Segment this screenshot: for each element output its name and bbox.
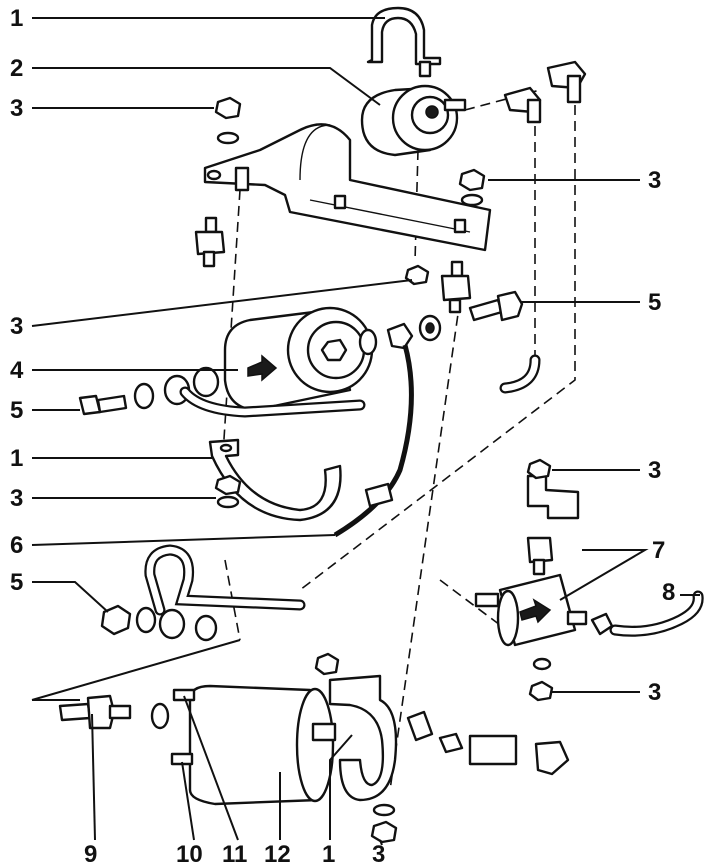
top-left-nut-washer [214,96,242,145]
callout-3-mid-left: 3 [10,313,23,340]
pump-inlet-stud [58,694,170,730]
bottom-nut-washer [370,803,398,844]
callout-9: 9 [84,841,97,867]
pump-outlet-fittings [438,732,570,776]
callout-11: 11 [222,841,247,867]
ground-cable [333,322,414,538]
banjo-bolt-left [78,394,128,416]
pump-clamp [314,652,434,802]
callout-numbers: 1 2 3 3 3 4 5 5 1 3 6 3 7 8 5 3 9 10 11 … [10,5,675,867]
fuel-filter [223,306,374,412]
callout-3-lower-left: 3 [10,485,23,512]
rubber-mount-right [440,260,472,314]
inline-fuel-filter [474,573,588,702]
callout-3-right-lower: 3 [648,679,661,706]
inline-filter-bracket [526,458,580,576]
callout-8: 8 [662,579,675,606]
fuel-accumulator-canister [360,84,467,157]
rubber-mount-left [194,216,226,268]
callout-3-bottom: 3 [372,841,385,867]
callout-2: 2 [10,55,23,82]
callout-1-mid: 1 [10,445,23,472]
callout-6: 6 [10,532,23,559]
callout-1-top: 1 [10,5,23,32]
hose-8 [590,590,704,637]
return-pipe-loop [144,544,306,616]
lower-filter-clamp [208,438,342,522]
callout-4: 4 [10,357,24,384]
callout-5-left: 5 [10,397,23,424]
fuel-pump [170,684,337,806]
callout-3-top-right: 3 [648,167,661,194]
filter-right-washers [358,314,442,356]
callout-10: 10 [176,841,203,867]
leader-lines [31,17,700,846]
callout-3-right-mid: 3 [648,457,661,484]
right-nut-washer-top [458,168,486,207]
lower-left-banjo-set [100,604,218,642]
elbow-fittings [503,60,587,124]
top-clamp-bracket [366,6,442,78]
fuel-lines [179,354,541,418]
callout-5-lower: 5 [10,569,23,596]
callout-7: 7 [652,537,665,564]
callout-5-right: 5 [648,289,661,316]
banjo-bolt-right [468,290,524,322]
callout-1-bottom: 1 [322,841,335,867]
mounting-bracket-plate [203,123,492,252]
callout-3-top-left: 3 [10,95,23,122]
callout-12: 12 [264,841,291,867]
